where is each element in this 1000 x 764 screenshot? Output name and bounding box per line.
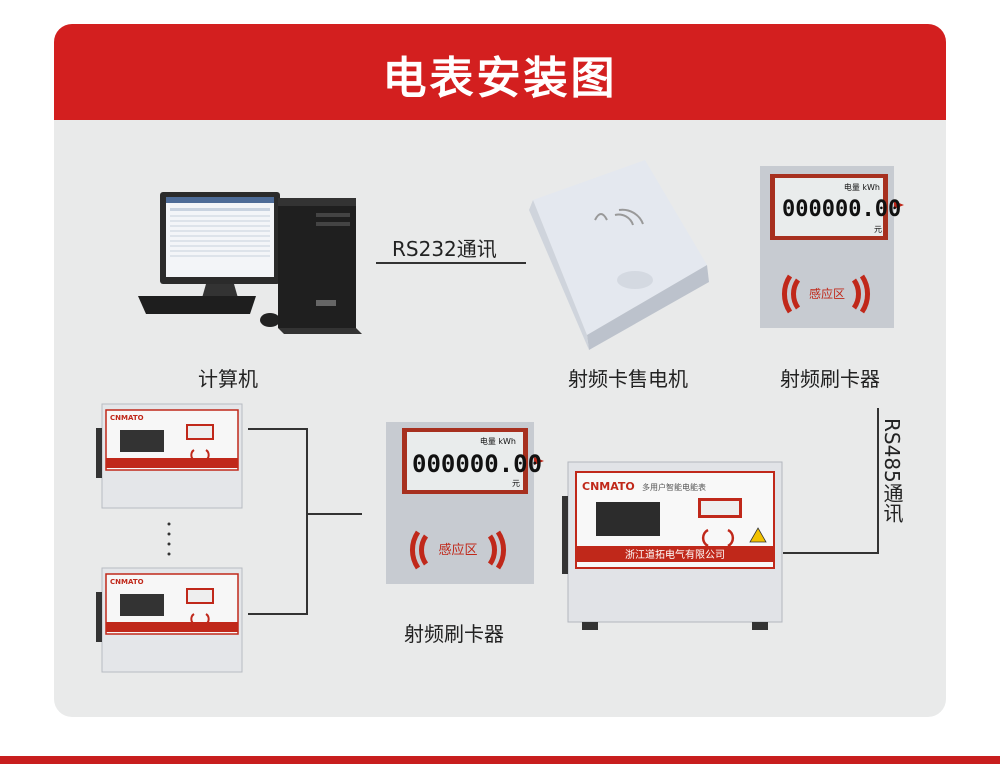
meter-large: CNMATO 多用户智能电能表 浙江道拓电气有限公司	[562, 462, 784, 632]
lcd-header-top: 电量 kWh	[844, 182, 880, 192]
meter-company-large: 浙江道拓电气有限公司	[625, 548, 725, 561]
rf-card-reader-mid: 电量 kWh 000000.00 元 感应区	[386, 422, 546, 584]
meter-type-large: 多用户智能电能表	[642, 482, 706, 492]
footer-bar	[0, 756, 1000, 764]
rf-card-machine-illustration	[525, 160, 715, 338]
meter-bus-bottom	[248, 613, 308, 615]
meter-brand-top: CNMATO	[110, 414, 144, 422]
rs232-label: RS232通讯	[392, 233, 497, 262]
rs485-label: RS485通讯	[878, 418, 907, 523]
lcd-unit-top: 元	[874, 225, 882, 234]
sense-zone-top: 感应区	[809, 286, 845, 301]
meter-small-bottom: CNMATO	[96, 568, 246, 676]
title-banner: 电表安装图	[54, 24, 946, 120]
lcd-value-mid: 000000.00	[412, 450, 542, 478]
meter-bus-top	[248, 428, 308, 430]
ellipsis-dots	[166, 520, 172, 564]
lcd-header-mid: 电量 kWh	[480, 436, 516, 446]
rs232-line	[376, 262, 526, 264]
computer-illustration	[138, 188, 363, 338]
rf-sell-machine-label: 射频卡售电机	[568, 363, 688, 392]
meter-bus-vertical	[306, 428, 308, 615]
rs485-line-horizontal	[783, 552, 879, 554]
lcd-unit-mid: 元	[512, 479, 520, 488]
meter-brand-bottom: CNMATO	[110, 578, 144, 586]
computer-label: 计算机	[198, 363, 258, 392]
meter-bus-to-reader	[306, 513, 362, 515]
meter-brand-large: CNMATO	[582, 480, 635, 493]
rf-reader-top-label: 射频刷卡器	[780, 363, 880, 392]
meter-small-top: CNMATO	[96, 404, 246, 512]
page-title: 电表安装图	[54, 42, 946, 106]
lcd-value-top: 000000.00	[782, 197, 901, 222]
sense-zone-mid: 感应区	[438, 542, 477, 558]
rf-reader-mid-label: 射频刷卡器	[404, 618, 504, 647]
rf-card-reader-top: 电量 kWh 000000.00 元 感应区	[760, 166, 910, 328]
